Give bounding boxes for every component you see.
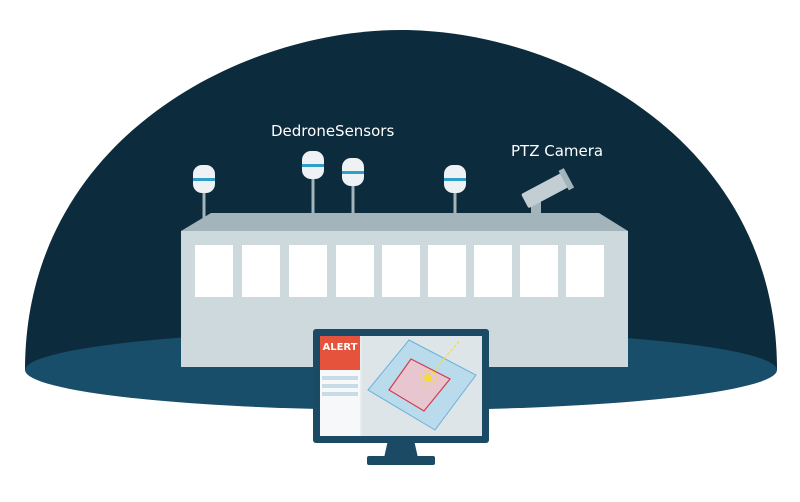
window	[195, 245, 233, 297]
map-zone-inner	[388, 358, 451, 412]
window	[382, 245, 420, 297]
window	[520, 245, 558, 297]
drone-blip-halo	[419, 369, 437, 387]
window	[336, 245, 374, 297]
info-line	[322, 392, 358, 396]
alert-label: ALERT	[322, 342, 358, 353]
drone-blip	[424, 374, 432, 382]
detection-ray	[427, 339, 461, 379]
monitor-base	[367, 456, 435, 465]
drone-sensor-icon	[342, 158, 364, 218]
window	[289, 245, 327, 297]
sensors-label: DedroneSensors	[271, 122, 395, 140]
info-line	[322, 376, 358, 380]
drone-sensor-icon	[193, 165, 215, 226]
monitor-icon	[313, 329, 489, 465]
window	[428, 245, 466, 297]
ptz-camera-icon	[521, 168, 575, 220]
camera-label: PTZ Camera	[511, 142, 604, 160]
monitor-stand	[384, 440, 418, 458]
building-roof	[181, 213, 628, 231]
window	[242, 245, 280, 297]
window	[474, 245, 512, 297]
info-line	[322, 384, 358, 388]
window	[566, 245, 604, 297]
alert-badge	[320, 336, 360, 370]
building	[181, 213, 628, 367]
building-windows	[195, 245, 604, 297]
drone-sensor-icon	[302, 151, 324, 213]
drone-sensor-icon	[444, 165, 466, 226]
